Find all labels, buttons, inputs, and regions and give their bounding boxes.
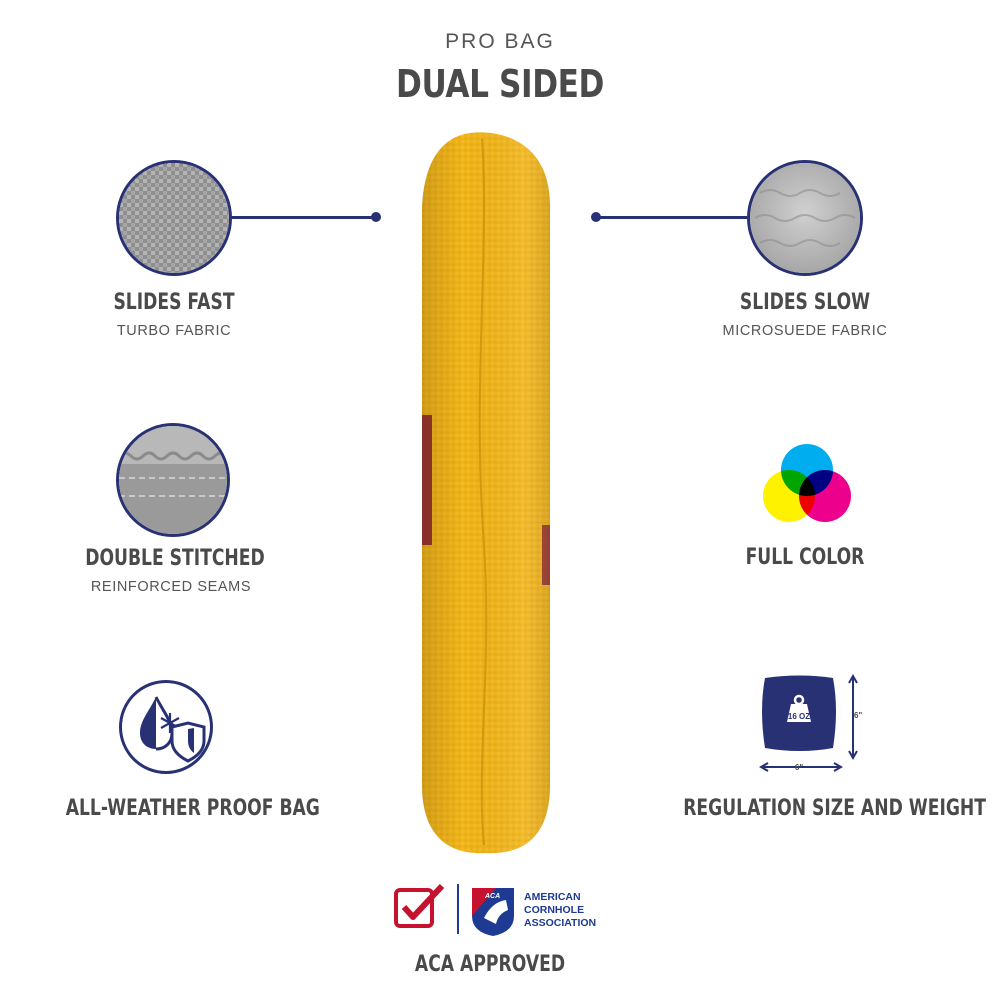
regulation-title: REGULATION SIZE AND WEIGHT bbox=[683, 796, 986, 821]
double-stitched-subtitle: REINFORCED SEAMS bbox=[90, 579, 252, 595]
bag-weight-icon: 16 OZ 6" 6" bbox=[755, 670, 875, 780]
microsuede-fabric-texture-icon bbox=[747, 160, 863, 276]
double-stitched-title: DOUBLE STITCHED bbox=[85, 546, 265, 571]
aca-name-line2: CORNHOLE bbox=[524, 904, 584, 916]
aca-name-line1: AMERICAN bbox=[524, 891, 581, 903]
weight-label: 16 OZ bbox=[788, 712, 810, 721]
height-label: 6" bbox=[854, 711, 862, 720]
aca-abbrev: ACA bbox=[484, 893, 500, 900]
aca-logo-icon: ACA bbox=[472, 888, 514, 936]
cmy-color-circles-icon bbox=[760, 440, 855, 525]
aca-badge: ACA AMERICAN CORNHOLE ASSOCIATION bbox=[392, 880, 602, 938]
stitched-seam-icon bbox=[116, 423, 230, 537]
slides-fast-title: SLIDES FAST bbox=[113, 290, 235, 315]
turbo-fabric-texture-icon bbox=[116, 160, 232, 276]
aca-approved-label: ACA APPROVED bbox=[414, 952, 566, 977]
slides-slow-title: SLIDES SLOW bbox=[739, 290, 871, 315]
all-weather-title: ALL-WEATHER PROOF BAG bbox=[65, 796, 320, 821]
connector-dot-left bbox=[371, 212, 381, 222]
full-color-title: FULL COLOR bbox=[745, 545, 865, 570]
page-title: DUAL SIDED bbox=[396, 62, 604, 106]
water-snowflake-shield-icon bbox=[119, 680, 213, 774]
connector-line-left bbox=[228, 216, 376, 219]
header-subtitle: PRO BAG bbox=[445, 30, 555, 53]
connector-dot-right bbox=[591, 212, 601, 222]
width-label: 6" bbox=[795, 763, 803, 772]
aca-name-line3: ASSOCIATION bbox=[524, 917, 596, 929]
slides-fast-subtitle: TURBO FABRIC bbox=[116, 323, 232, 339]
connector-line-right bbox=[597, 216, 747, 219]
slides-slow-subtitle: MICROSUEDE FABRIC bbox=[722, 323, 888, 339]
cornhole-bag-side-view bbox=[410, 125, 560, 860]
checkbox-check-icon bbox=[394, 883, 445, 928]
